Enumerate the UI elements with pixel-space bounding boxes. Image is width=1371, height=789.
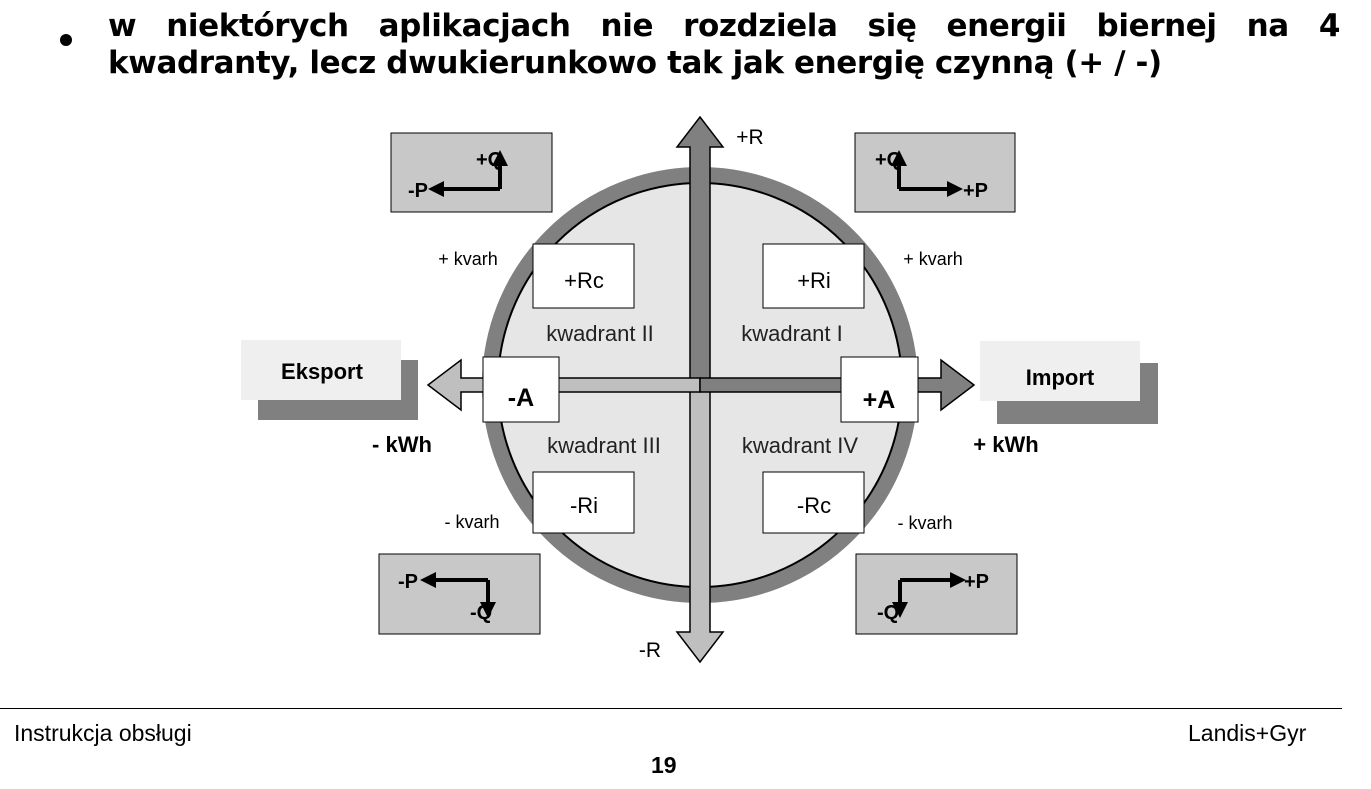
phasor-icon-q2: +Q -P [390, 132, 553, 213]
minus-kwh-label: - kWh [372, 432, 432, 457]
bullet-text: w niektórych aplikacjach nie rozdziela s… [108, 8, 1340, 81]
bullet-item: w niektórych aplikacjach nie rozdziela s… [60, 8, 1340, 82]
register-label-q4: -Rc [797, 493, 831, 518]
register-label-q2: +Rc [564, 268, 604, 293]
export-label: Eksport [281, 359, 364, 384]
q3-q-label: -Q [470, 602, 492, 624]
page-number: 19 [651, 752, 677, 778]
plus-kwh-label: + kWh [973, 432, 1038, 457]
register-box-q4 [762, 471, 865, 534]
plus-kvarh-left: + kvarh [438, 249, 498, 269]
q2-q-label: +Q [476, 149, 503, 171]
quadrant-name-q4: kwadrant IV [742, 433, 858, 458]
register-label-q1: +Ri [797, 268, 831, 293]
q4-p-label: +P [964, 571, 989, 593]
axis-top-label: +R [736, 126, 763, 149]
quadrant-name-q3: kwadrant III [547, 433, 661, 458]
register-box-q3 [532, 471, 635, 534]
register-box-q2 [532, 243, 635, 309]
phasor-icon-q4: +P -Q [855, 553, 1018, 635]
plus-a-box [840, 356, 919, 423]
minus-a-label: -A [508, 384, 534, 412]
q3-p-label: -P [398, 571, 418, 593]
q2-p-label: -P [408, 180, 428, 202]
import-box [980, 341, 1140, 401]
footer-manual-title: Instrukcja obsługi [14, 720, 192, 746]
axis-bottom-label: -R [639, 639, 661, 662]
footer-divider [0, 708, 1342, 709]
import-label: Import [1026, 365, 1095, 390]
register-box-q1 [762, 243, 865, 309]
q1-q-label: +Q [875, 149, 902, 171]
quadrant-name-q2: kwadrant II [546, 321, 654, 346]
q1-p-label: +P [963, 180, 988, 202]
minus-kvarh-left: - kvarh [444, 512, 499, 532]
phasor-icon-q1: +Q +P [854, 132, 1016, 213]
minus-a-box [482, 356, 560, 423]
register-label-q3: -Ri [570, 493, 598, 518]
import-arrow [699, 358, 976, 412]
bullet-dot-icon [60, 34, 72, 46]
footer-company: Landis+Gyr [1188, 720, 1307, 746]
minus-kvarh-right: - kvarh [897, 513, 952, 533]
plus-kvarh-right: + kvarh [903, 249, 963, 269]
q4-q-label: -Q [877, 602, 899, 624]
export-box [241, 340, 401, 400]
phasor-icon-q3: -P -Q [378, 553, 541, 635]
quadrant-name-q1: kwadrant I [741, 321, 843, 346]
plus-a-label: +A [863, 386, 896, 414]
